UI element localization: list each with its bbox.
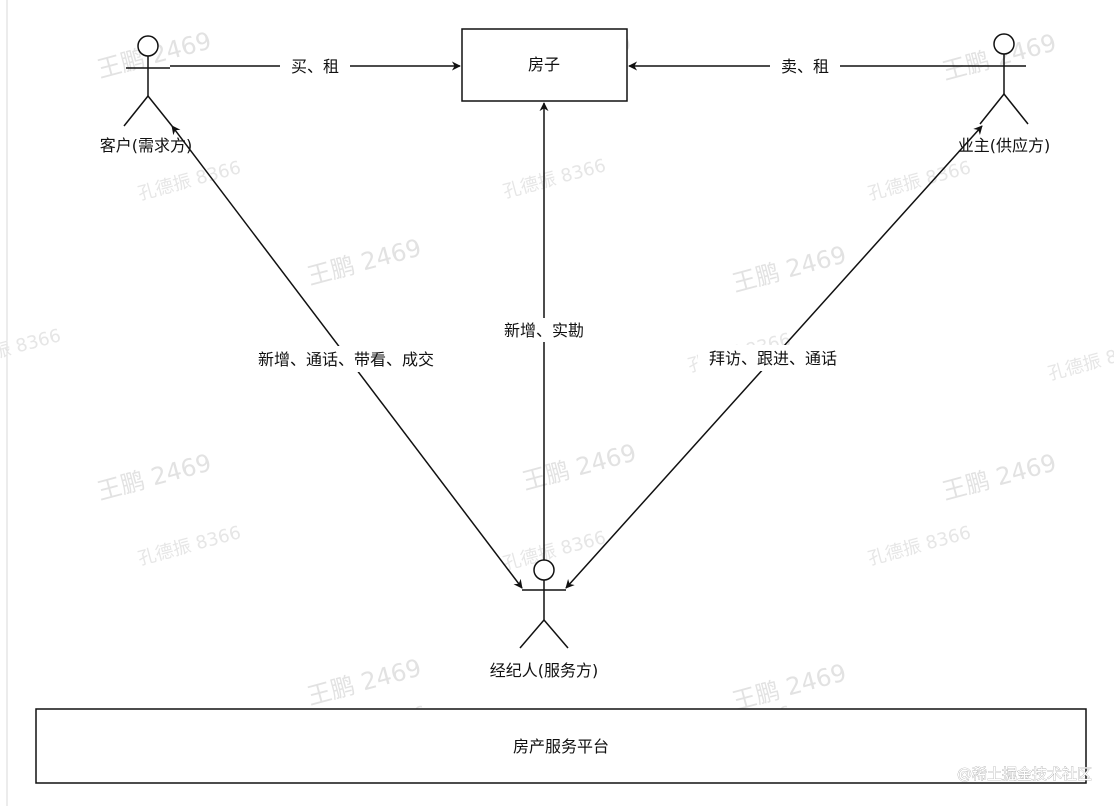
house-box [461, 28, 628, 102]
watermark: 王鹏 2469 [519, 439, 639, 496]
agent-label: 经纪人(服务方) [490, 661, 599, 680]
house-label: 房子 [528, 55, 560, 74]
edge-label-customer-house: 买、租 [291, 57, 339, 76]
watermark: 王鹏 2469 [94, 27, 214, 84]
edge-label-bg [770, 55, 840, 77]
owner-head [993, 33, 1015, 55]
platform-node[interactable]: 房产服务平台 [35, 708, 1087, 784]
watermark: 孔德振 8366 [136, 522, 243, 570]
edge-label-customer-agent: 新增、通话、带看、成交 [258, 350, 434, 369]
edge-label-bg [280, 55, 350, 77]
watermark: 孔德振 8366 [1046, 337, 1114, 385]
watermark: 孔德振 8366 [0, 325, 63, 373]
credit-watermark: @稀土掘金技术社区 [957, 765, 1092, 783]
watermark: 王鹏 2469 [939, 449, 1059, 506]
owner-actor[interactable] [979, 33, 1029, 125]
customer-leg-right [147, 95, 173, 127]
agent-leg-right [543, 619, 569, 649]
watermark: 王鹏 2469 [94, 449, 214, 506]
watermark: 孔德振 8366 [866, 157, 973, 205]
agent-leg-left [519, 619, 545, 649]
edge-label-owner-agent: 拜访、跟进、通话 [709, 349, 837, 368]
watermark: 王鹏 2469 [729, 241, 849, 298]
watermark: 王鹏 2469 [729, 659, 849, 716]
edge-label-agent-house: 新增、实勘 [504, 321, 584, 340]
customer-leg-left [123, 95, 149, 127]
platform-box [35, 708, 1087, 784]
edge-label-bg [698, 345, 848, 371]
owner-label: 业主(供应方) [958, 136, 1051, 155]
owner-leg-right [1003, 93, 1029, 125]
customer-actor[interactable] [123, 35, 173, 127]
platform-label: 房产服务平台 [513, 737, 609, 756]
watermark: 孔德振 8366 [501, 155, 608, 203]
customer-label: 客户(需求方) [100, 136, 193, 155]
edge-label-owner-house: 卖、租 [781, 57, 829, 76]
watermark: 孔德振 8366 [501, 527, 608, 575]
customer-head [137, 35, 159, 57]
watermark: 王鹏 2469 [304, 654, 424, 711]
watermark: 孔德振 8366 [866, 522, 973, 570]
house-node[interactable]: 房子 [461, 28, 628, 102]
agent-actor[interactable] [519, 559, 569, 649]
watermark: 王鹏 2469 [304, 234, 424, 291]
edge-label-bg [246, 346, 446, 372]
agent-head [533, 559, 555, 581]
owner-leg-left [979, 93, 1005, 125]
